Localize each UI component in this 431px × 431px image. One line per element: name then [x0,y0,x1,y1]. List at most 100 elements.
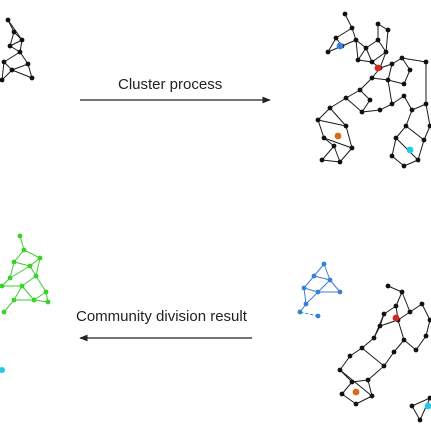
net-tr-edge [365,47,373,63]
net-tr-edge [345,89,361,99]
net-tr-edge [361,99,371,113]
net-tr-node [321,135,327,141]
net-tl-node [7,43,13,49]
net-bl-node [7,275,13,281]
net-tr-edge [361,109,381,113]
net-tr-node [427,123,431,129]
net-br-edge [303,287,319,293]
net-br-node [353,401,359,407]
net-br-node [297,309,303,315]
net-tr-node [355,57,361,63]
net-tr-edge [317,119,325,139]
net-tr-node [343,123,349,129]
net-tr-edge [391,137,397,157]
net-br-edge [403,339,417,351]
net-tr-edge [385,29,389,53]
net-tr-edge [391,155,405,167]
net-tr-edge [335,27,353,39]
net-br-node [399,289,405,295]
net-br-edge [299,311,319,317]
net-br-node [427,317,431,323]
net-br-node [381,311,387,317]
net-bl-node [37,255,43,261]
net-tr-edge [329,107,347,127]
net-bl-edge [35,275,47,293]
net-tl-node [11,29,17,35]
net-br-edge [339,369,373,397]
net-br-edge [361,347,385,367]
net-br-edge [341,381,353,395]
net-tr-node [401,163,407,169]
net-br-edge [313,275,331,281]
net-bl-edge [35,257,41,277]
net-br-edge [317,279,331,293]
net-br-node [377,323,383,329]
net-tr-node [403,123,409,129]
net-tr-edge [403,69,411,85]
net-tr-node [383,49,389,55]
net-tr-node [421,137,427,143]
net-tr-edge [333,145,341,163]
net-bl-node [19,283,25,289]
net-tr-edge [395,125,407,139]
net-br-highlight-node [424,402,431,410]
net-tr-node [343,95,349,101]
net-bl-edge [21,285,35,301]
net-br-edge [329,279,341,293]
net-br-edge [419,397,431,421]
net-tr-node [349,25,355,31]
net-br-node [321,261,327,267]
net-tr-node [369,75,375,81]
net-tr-node [415,157,421,163]
net-br-node [385,283,391,289]
net-br-node [337,367,343,373]
community-division-label: Community division result [76,308,247,325]
net-br-node [301,285,307,291]
net-tl-node [0,77,5,83]
net-tr-edge [401,57,427,63]
net-tr-edge [344,13,353,29]
net-br-edge [411,405,421,421]
net-tr-node [325,49,331,55]
net-tr-edge [371,51,387,63]
net-br-edge [425,319,431,337]
net-tr-node [319,157,325,163]
net-tr-edge [423,125,431,141]
net-br-edge [393,339,405,353]
net-bl-edge [33,291,47,301]
net-br-node [423,333,429,339]
net-br-node [409,403,415,409]
net-br-node [427,395,431,401]
net-tr-edge [357,47,367,61]
net-br-node [417,417,423,423]
net-tr-node [375,21,381,27]
net-tr-edge [341,39,357,47]
net-br-node [339,391,345,397]
net-tr-node [375,37,381,43]
network-top-left [0,17,35,83]
net-br-edge [415,335,427,351]
net-tl-edge [11,69,33,79]
net-tr-node [407,67,413,73]
net-br-edge [411,397,431,407]
net-br-node [419,301,425,307]
net-br-edge [323,263,331,281]
net-br-highlight-node [392,314,400,322]
net-tr-highlight-node [374,64,382,72]
net-br-edge [409,303,423,313]
net-br-highlight-node [352,388,360,396]
net-tr-edge [371,77,389,81]
net-tr-highlight-node [336,42,344,50]
net-bl-node [11,297,17,303]
net-tr-node [333,35,339,41]
net-tl-node [1,59,7,65]
net-br-node [369,393,375,399]
net-br-node [407,309,413,315]
net-br-node [315,313,321,319]
net-tr-node [353,37,359,43]
net-bl-edge [19,235,25,251]
net-tr-node [331,143,337,149]
net-tr-edge [327,37,337,53]
